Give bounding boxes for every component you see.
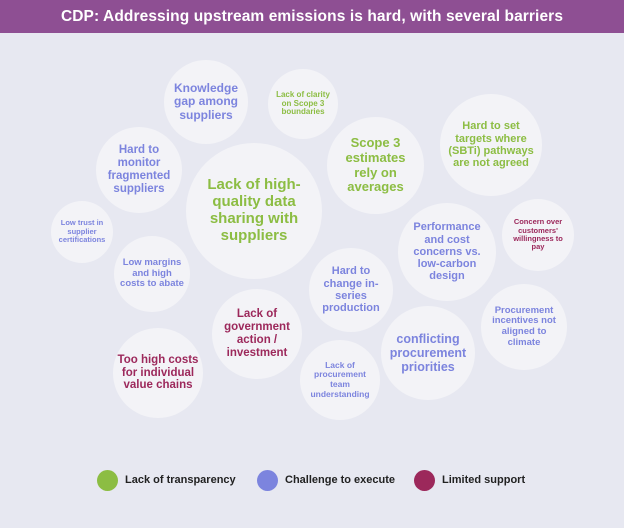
bubble-lack-procurement-team: Lack of procurement team understanding [300, 340, 380, 420]
legend-item-support: Limited support [414, 468, 525, 492]
bubble-lack-procurement-team-label: Lack of procurement team understanding [310, 359, 370, 399]
page-title: CDP: Addressing upstream emissions is ha… [60, 7, 564, 25]
bubble-lack-government: Lack of government action / investment [212, 289, 302, 379]
bubble-procurement-incentives: Procurement incentives not aligned to cl… [481, 284, 567, 370]
bubble-low-trust: Low trust in supplier certifications [51, 201, 113, 263]
bubble-conflicting-procurement-label: conflicting procurement priorities [389, 332, 467, 374]
bubble-too-high-costs-label: Too high costs for individual value chai… [117, 353, 199, 392]
bubble-scope3-estimates: Scope 3 estimates rely on averages [327, 117, 424, 214]
bubble-performance-cost-label: Performance and cost concerns vs. low-ca… [413, 221, 481, 283]
legend-label-transparency: Lack of transparency [125, 474, 236, 486]
bubble-lack-clarity: Lack of clarity on Scope 3 boundaries [268, 69, 338, 139]
bubble-scope3-estimates-label: Scope 3 estimates rely on averages [345, 135, 406, 195]
bubble-lack-data-sharing-label: Lack of high-quality data sharing with s… [207, 176, 301, 244]
bubble-procurement-incentives-label: Procurement incentives not aligned to cl… [492, 304, 556, 348]
legend-dot-transparency [97, 469, 118, 491]
legend-item-transparency: Lack of transparency [97, 468, 236, 492]
bubble-low-trust-label: Low trust in supplier certifications [58, 218, 106, 245]
bubble-knowledge-gap: Knowledge gap among suppliers [164, 60, 248, 144]
bubble-lack-government-label: Lack of government action / investment [224, 308, 290, 359]
legend-dot-support [414, 469, 435, 491]
bubble-hard-to-change-label: Hard to change in-series production [322, 265, 380, 315]
bubble-lack-data-sharing: Lack of high-quality data sharing with s… [186, 143, 322, 279]
bubble-hard-set-targets: Hard to set targets where (SBTi) pathway… [440, 94, 542, 196]
legend-dot-execute [257, 469, 278, 491]
bubble-concern-customers-label: Concern over customers' willingness to p… [513, 217, 563, 252]
bubble-lack-clarity-label: Lack of clarity on Scope 3 boundaries [276, 89, 330, 117]
bubble-low-margins-label: Low margins and high costs to abate [120, 257, 184, 290]
bubble-hard-to-monitor-label: Hard to monitor fragmented suppliers [107, 144, 171, 195]
bubble-conflicting-procurement: conflicting procurement priorities [381, 306, 475, 400]
bubble-knowledge-gap-label: Knowledge gap among suppliers [173, 80, 238, 122]
bubble-hard-set-targets-label: Hard to set targets where (SBTi) pathway… [448, 120, 534, 170]
header-bar: CDP: Addressing upstream emissions is ha… [0, 0, 624, 33]
bubble-concern-customers: Concern over customers' willingness to p… [502, 199, 574, 271]
bubble-low-margins: Low margins and high costs to abate [114, 236, 190, 312]
bubble-hard-to-change: Hard to change in-series production [309, 248, 393, 332]
bubble-too-high-costs: Too high costs for individual value chai… [113, 328, 203, 418]
legend-item-execute: Challenge to execute [257, 468, 395, 492]
bubble-performance-cost: Performance and cost concerns vs. low-ca… [398, 203, 496, 301]
bubble-hard-to-monitor: Hard to monitor fragmented suppliers [96, 127, 182, 213]
legend-label-support: Limited support [442, 474, 526, 486]
legend-label-execute: Challenge to execute [285, 474, 396, 486]
